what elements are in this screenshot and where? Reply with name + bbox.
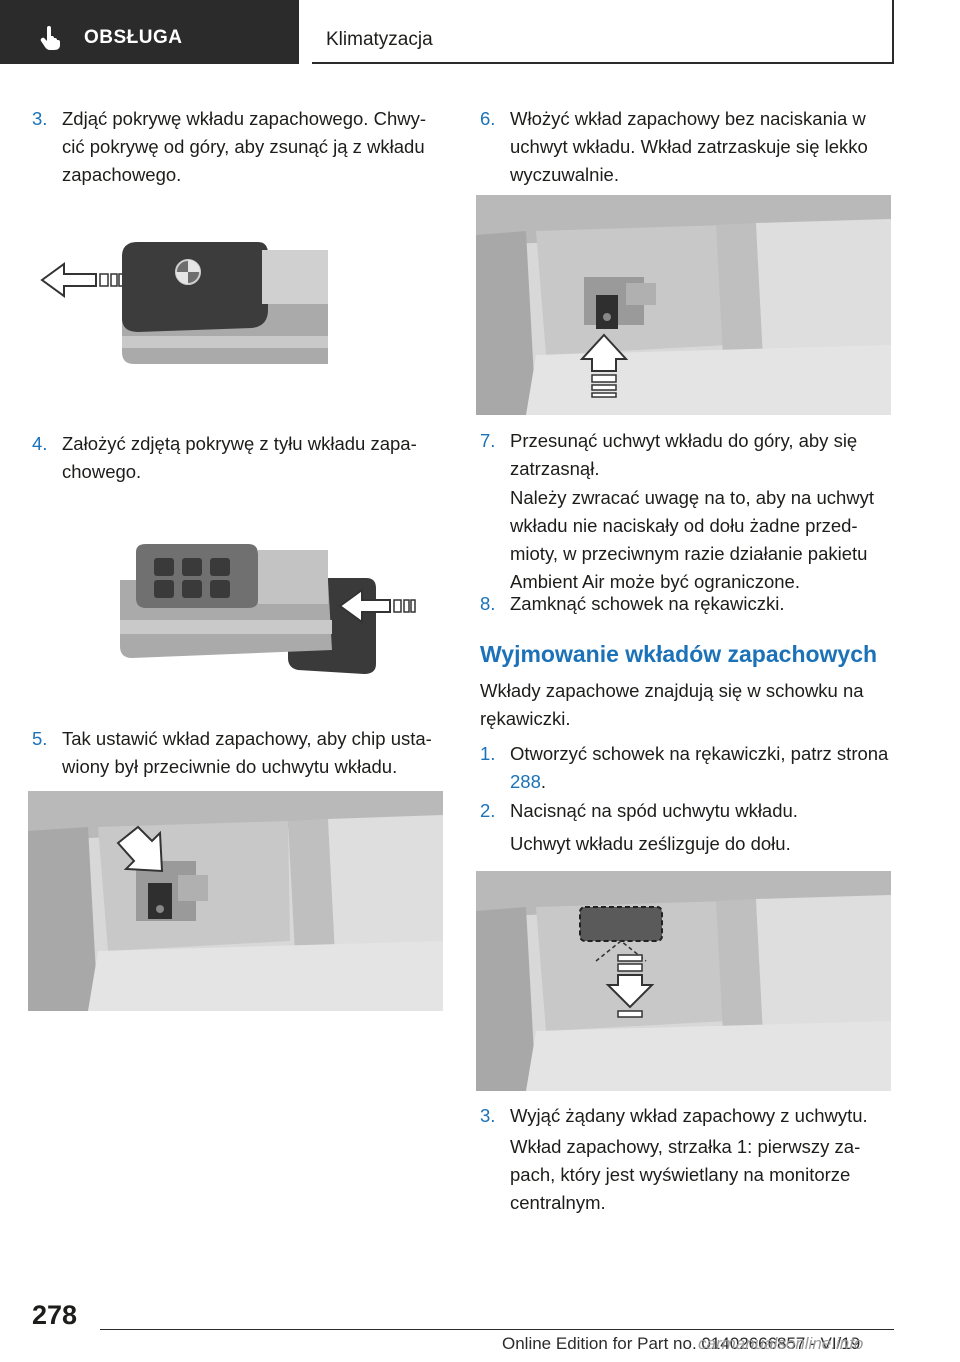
step-text: Nacisnąć na spód uchwytu wkładu. (510, 800, 798, 821)
figure-insert-holder (476, 195, 891, 415)
step-4-left: 4. Założyć zdjętą pokrywę z tyłu wkładu … (32, 430, 442, 486)
step-text: Otworzyć schowek na rękawiczki, patrz st… (510, 743, 889, 764)
step-5-left: 5. Tak ustawić wkład zapachowy, aby chip… (32, 725, 442, 781)
figure-holder-slide (476, 871, 891, 1091)
step-7-note: Należy zwracać uwagę na to, aby na uchwy… (510, 487, 875, 592)
step-text: Zdjąć pokrywę wkładu zapachowego. Chwy‐ … (62, 108, 427, 185)
page-number: 278 (32, 1300, 78, 1330)
step-number: 3. (32, 108, 48, 129)
step-1-removal: 1. Otworzyć schowek na rękawiczki, patrz… (480, 740, 892, 796)
step-number: 2. (480, 800, 496, 821)
step-2-note: Uchwyt wkładu ześlizguje do dołu. (510, 833, 791, 854)
step-3-left: 3. Zdjąć pokrywę wkładu zapachowego. Chw… (32, 105, 442, 189)
step-3-removal: 3. Wyjąć żądany wkład zapachowy z uchwyt… (480, 1102, 892, 1130)
intro-paragraph: Wkłady zapachowe znajdują się w schowku … (480, 680, 864, 729)
step-text: Przesunąć uchwyt wkładu do góry, aby się… (510, 430, 858, 479)
step-text-end: . (540, 771, 547, 792)
step-text: Wyjąć żądany wkład zapachowy z uchwytu. (510, 1105, 868, 1126)
chapter-title: OBSŁUGA (84, 27, 183, 48)
step-number: 3. (480, 1105, 496, 1126)
step-number: 4. (32, 433, 48, 454)
step-text: Włożyć wkład zapachowy bez naciskania w … (510, 108, 868, 185)
section-heading: Wyjmowanie wkładów zapachowych (480, 641, 878, 667)
section-header: Klimatyzacja (312, 0, 894, 64)
step-text: Tak ustawić wkład zapachowy, aby chip us… (62, 728, 432, 777)
step-text: Zamknąć schowek na rękawiczki. (510, 593, 785, 614)
figure-cover-removal (38, 236, 338, 386)
step-2-removal: 2. Nacisnąć na spód uchwytu wkładu. (480, 797, 892, 825)
step-8-right: 8. Zamknąć schowek na rękawiczki. (480, 590, 892, 618)
footer-divider (100, 1329, 894, 1330)
step-6-right: 6. Włożyć wkład zapachowy bez naciskania… (480, 105, 892, 189)
figure-cover-back (118, 540, 418, 680)
step-text: Założyć zdjętą pokrywę z tyłu wkładu zap… (62, 433, 417, 482)
chapter-tab[interactable]: OBSŁUGA (0, 0, 299, 64)
hand-pointer-icon (40, 26, 60, 50)
section-title: Klimatyzacja (326, 29, 433, 50)
step-3-note: Wkład zapachowy, strzałka 1: pierwszy za… (510, 1136, 861, 1213)
figure-glovebox-insert (28, 791, 443, 1011)
step-number: 1. (480, 743, 496, 764)
step-number: 8. (480, 593, 496, 614)
step-7-right: 7. Przesunąć uchwyt wkładu do góry, aby … (480, 427, 892, 483)
step-number: 6. (480, 108, 496, 129)
step-number: 5. (32, 728, 48, 749)
page-reference-link[interactable]: 288 (510, 771, 541, 792)
watermark: carmanualsonline.info (698, 1334, 864, 1353)
edition-text: Online Edition for Part no. 01402666857 … (502, 1334, 861, 1353)
step-number: 7. (480, 430, 496, 451)
